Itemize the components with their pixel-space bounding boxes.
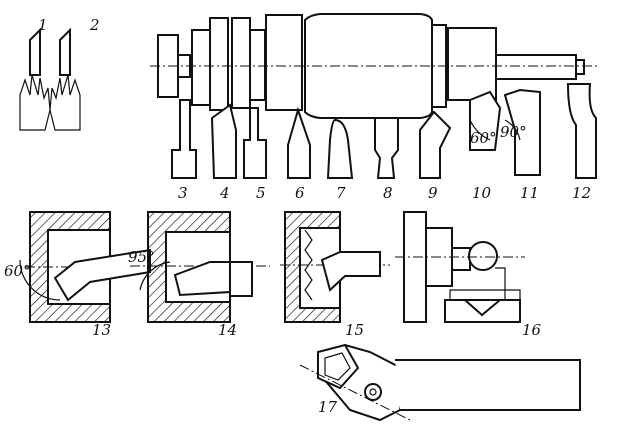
label-15: 15	[345, 321, 364, 339]
label-13: 13	[92, 321, 111, 339]
turning-tools	[171, 83, 597, 179]
tool-10	[469, 90, 502, 151]
label-12: 12	[572, 184, 591, 202]
label-11: 11	[520, 184, 539, 202]
labels: 1 2 3 4 5 6 7 8 9 10 11 12 13 14 15 16 1…	[4, 16, 591, 416]
angle-fig13-60: 60°	[4, 262, 31, 280]
label-8: 8	[383, 184, 393, 202]
figure-14	[130, 211, 270, 323]
figure-15	[280, 211, 390, 323]
tool-7	[326, 118, 354, 179]
tool-4	[210, 103, 237, 179]
figure-16	[395, 211, 525, 323]
label-3: 3	[178, 184, 188, 202]
angle-fig14-95: 95°	[128, 248, 155, 266]
tool-5	[243, 107, 267, 179]
tool-1-2-sketch	[29, 27, 71, 76]
label-5: 5	[256, 184, 266, 202]
label-16: 16	[522, 321, 542, 339]
tool-8	[374, 117, 399, 179]
label-4: 4	[219, 184, 230, 202]
left-hand	[19, 74, 51, 131]
right-hand	[49, 74, 81, 131]
tool-9	[419, 110, 452, 179]
label-7: 7	[336, 184, 346, 202]
tool-3	[171, 99, 197, 179]
tool-6	[287, 106, 311, 179]
tool-12	[566, 83, 597, 179]
label-17: 17	[318, 398, 338, 416]
tool-11	[503, 88, 541, 176]
figure-13	[19, 211, 151, 323]
label-10: 10	[472, 184, 492, 202]
workpiece	[150, 13, 600, 119]
figure-17	[299, 343, 581, 422]
hand-rule-figure	[19, 27, 81, 131]
angle-tool10-90: 90°	[500, 123, 527, 141]
label-2: 2	[89, 16, 100, 34]
label-14: 14	[218, 321, 237, 339]
angle-tool10-60: 60°	[470, 129, 497, 147]
label-1: 1	[38, 16, 48, 34]
label-6: 6	[295, 184, 305, 202]
label-9: 9	[428, 184, 438, 202]
